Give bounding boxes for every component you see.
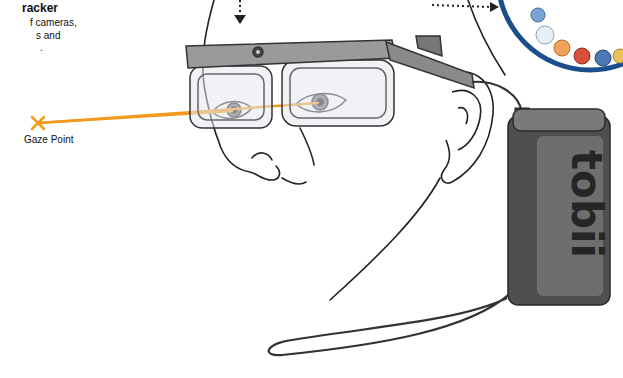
eye-tracker-glasses-part [416,36,442,56]
eye-tracker-glasses-part [186,40,396,68]
eye-tracker-glasses-part [290,68,386,118]
gaze-rays-part [38,103,318,123]
description-fragment: . [40,42,43,54]
battery-pack: tobii [507,108,611,306]
eye-tracker-glasses-part [282,60,394,126]
gaze-point-label: Gaze Point [24,134,73,146]
eye-tracker-glasses-part [256,50,260,54]
eye-tracker-glasses-part [198,74,264,120]
cable [269,82,522,355]
detail-circle-part [574,48,590,64]
brand-logo: tobii [565,150,607,258]
ear-part [452,90,481,150]
detail-circle-part [531,8,623,66]
eye-tracker-glasses-part [190,66,272,128]
detail-circle-part [613,49,623,63]
detail-circle-part [536,26,554,44]
face-outline-part [468,0,505,75]
detail-circle-part [531,8,545,22]
cable-part [269,292,512,355]
pointer-arrow-part [490,2,499,12]
heading-fragment: racker [22,2,58,16]
eye-tracker-glasses [186,36,474,128]
ear-part [442,72,494,183]
cable-part [472,82,522,112]
description-fragment: s and [36,30,60,42]
face-outline-part [282,178,306,184]
ear-part [458,108,468,124]
detail-circle [498,0,623,70]
battery-cap [513,109,605,131]
eye-tracker-glasses-part [253,47,263,57]
pointer-arrow-part [239,0,241,17]
detail-circle-part [595,50,611,66]
pointer-arrow [234,0,499,24]
battery-shell [508,116,610,305]
description-fragment: f cameras, [30,17,77,29]
face-outline-part [252,153,272,160]
gaze-rays-part [32,117,44,129]
detail-circle-part [554,40,570,56]
face-outline-part [300,128,314,165]
pointer-arrow-part [432,5,492,7]
gaze-rays [32,103,318,129]
gaze-rays-part [32,117,44,129]
detail-circle-part [498,0,623,70]
ear [442,72,494,183]
pointer-arrow-part [234,15,246,24]
face-outline-part [330,178,440,300]
